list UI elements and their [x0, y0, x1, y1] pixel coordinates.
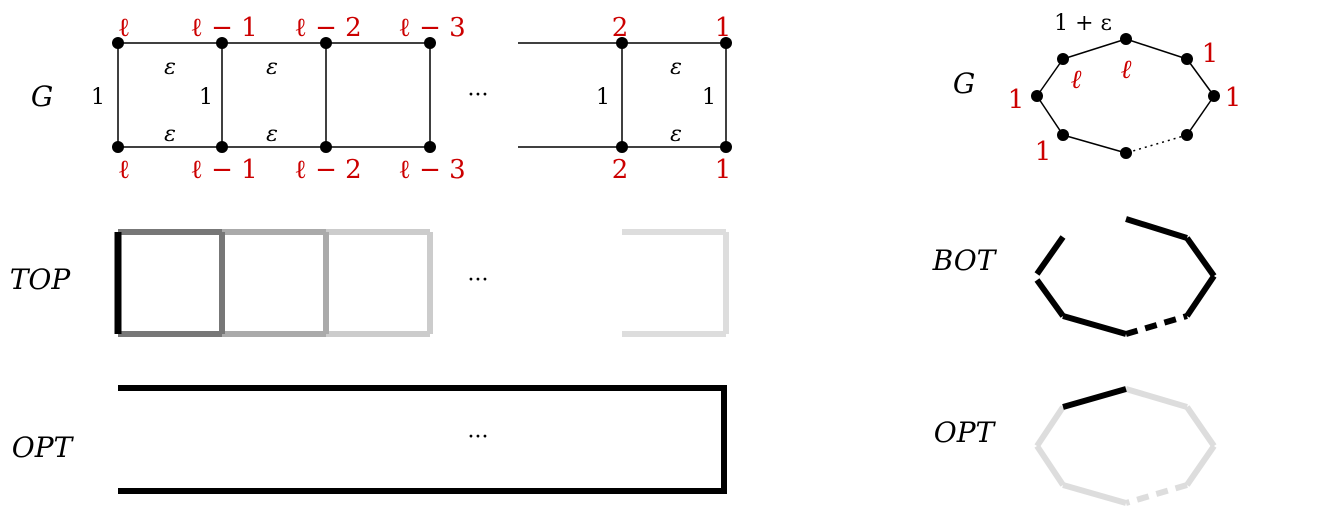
- ellipsis: ···: [468, 83, 489, 108]
- ladder-bottom-label: ℓ − 2: [294, 155, 361, 185]
- ladder-bottom-label: 2: [612, 155, 629, 185]
- cycle-node: [1181, 129, 1193, 141]
- cycle-ell-label: ℓ: [1121, 55, 1132, 85]
- cycle-node: [1120, 147, 1132, 159]
- edge-weight-epsilon: ε: [670, 122, 682, 147]
- row-label-top: TOP: [10, 263, 72, 296]
- rung-weight: 1: [91, 85, 105, 110]
- opt-edge: [1034, 444, 1066, 487]
- ladder-node: [112, 141, 124, 153]
- bot-edge-dotted: [1125, 313, 1188, 337]
- opt-edge: [1184, 444, 1217, 487]
- bot-edge: [1184, 236, 1217, 278]
- opt-path: [118, 385, 727, 494]
- ladder-top-label: ℓ − 2: [294, 13, 361, 43]
- row-label-g: G: [953, 67, 975, 100]
- cycle-edge: [1036, 95, 1064, 136]
- ladder-node: [320, 141, 332, 153]
- cycle-edge: [1062, 134, 1127, 154]
- edge-weight-epsilon: ε: [164, 55, 176, 80]
- ellipsis: ···: [468, 425, 489, 450]
- edge-weight-epsilon: ε: [670, 55, 682, 80]
- opt-edge: [1125, 386, 1188, 410]
- edge-weight-epsilon: ε: [266, 122, 278, 147]
- ladder-node: [216, 37, 228, 49]
- ladder-bottom-label: ℓ − 3: [398, 155, 465, 185]
- rung-weight: 1: [702, 85, 716, 110]
- cycle-node: [1208, 90, 1220, 102]
- bot-edge: [1184, 274, 1217, 318]
- ladder-node: [320, 37, 332, 49]
- ladder-node: [424, 37, 436, 49]
- ladder-bottom-label: 1: [715, 155, 732, 185]
- bot-edge: [1034, 235, 1066, 276]
- row-label-opt: OPT: [12, 431, 75, 464]
- opt-solution: ···: [118, 385, 727, 494]
- rung-weight: 1: [596, 85, 610, 110]
- edge-weight-epsilon: ε: [266, 55, 278, 80]
- cycle-weight-one: 1: [1225, 83, 1242, 113]
- cycle-weight-one: 1: [1035, 137, 1052, 167]
- ladder-top-label: 1: [715, 13, 732, 43]
- cycle-ell-label: ℓ: [1071, 65, 1082, 95]
- bot-edge: [1125, 216, 1188, 241]
- opt-edge-selected: [1062, 386, 1127, 410]
- ladder-top-label: 2: [612, 13, 629, 43]
- opt-edge: [1062, 482, 1127, 506]
- opt-edge: [1184, 405, 1217, 448]
- cycle-node: [1057, 53, 1069, 65]
- row-label-opt: OPT: [934, 416, 997, 449]
- bot-edge: [1062, 313, 1127, 337]
- ladder-node: [616, 141, 628, 153]
- cycle-node: [1181, 53, 1193, 65]
- ladder-top-label: ℓ − 3: [398, 13, 465, 43]
- ladder-node: [720, 141, 732, 153]
- cycle-edge: [1186, 58, 1215, 97]
- opt-edge: [1034, 405, 1066, 448]
- ladder-top-label: ℓ − 1: [190, 13, 257, 43]
- cycle-edge: [1186, 95, 1215, 136]
- ladder-node: [216, 141, 228, 153]
- cycle-edge: [1036, 58, 1064, 97]
- ladder-top-label: ℓ: [118, 13, 130, 43]
- ellipsis: ···: [468, 268, 489, 293]
- bot-solution: [1034, 216, 1217, 337]
- cycle-node: [1120, 33, 1132, 45]
- ladder-node: [616, 37, 628, 49]
- ladder-node: [720, 37, 732, 49]
- ladder-node: [424, 141, 436, 153]
- ladder-bottom-label: ℓ − 1: [190, 155, 257, 185]
- ladder-bottom-label: ℓ: [118, 155, 130, 185]
- cycle-graph: 1 + ε ℓ ℓ 1 1 1 1: [1008, 11, 1242, 167]
- row-label-g: G: [31, 80, 53, 113]
- top-solution: ···: [114, 229, 729, 337]
- cycle-node: [1057, 129, 1069, 141]
- edge-weight-epsilon: ε: [164, 122, 176, 147]
- opt-cycle-solution: [1034, 386, 1217, 506]
- ladder-graph: ℓ ℓ − 1 ℓ − 2 ℓ − 3 2 1 ℓ ℓ − 1 ℓ − 2 ℓ …: [91, 13, 732, 185]
- opt-edge-dotted: [1125, 482, 1188, 506]
- ladder-node: [112, 37, 124, 49]
- cycle-edge: [1125, 38, 1188, 60]
- cycle-node: [1031, 90, 1043, 102]
- rung-weight: 1: [199, 85, 213, 110]
- cycle-edge: [1062, 38, 1127, 60]
- cycle-weight-one: 1: [1202, 39, 1219, 69]
- cycle-top-weight: 1 + ε: [1054, 11, 1112, 36]
- cycle-edge-dotted: [1125, 134, 1188, 154]
- bot-edge: [1034, 278, 1066, 318]
- row-label-bot: BOT: [932, 244, 998, 277]
- cycle-weight-one: 1: [1008, 85, 1025, 115]
